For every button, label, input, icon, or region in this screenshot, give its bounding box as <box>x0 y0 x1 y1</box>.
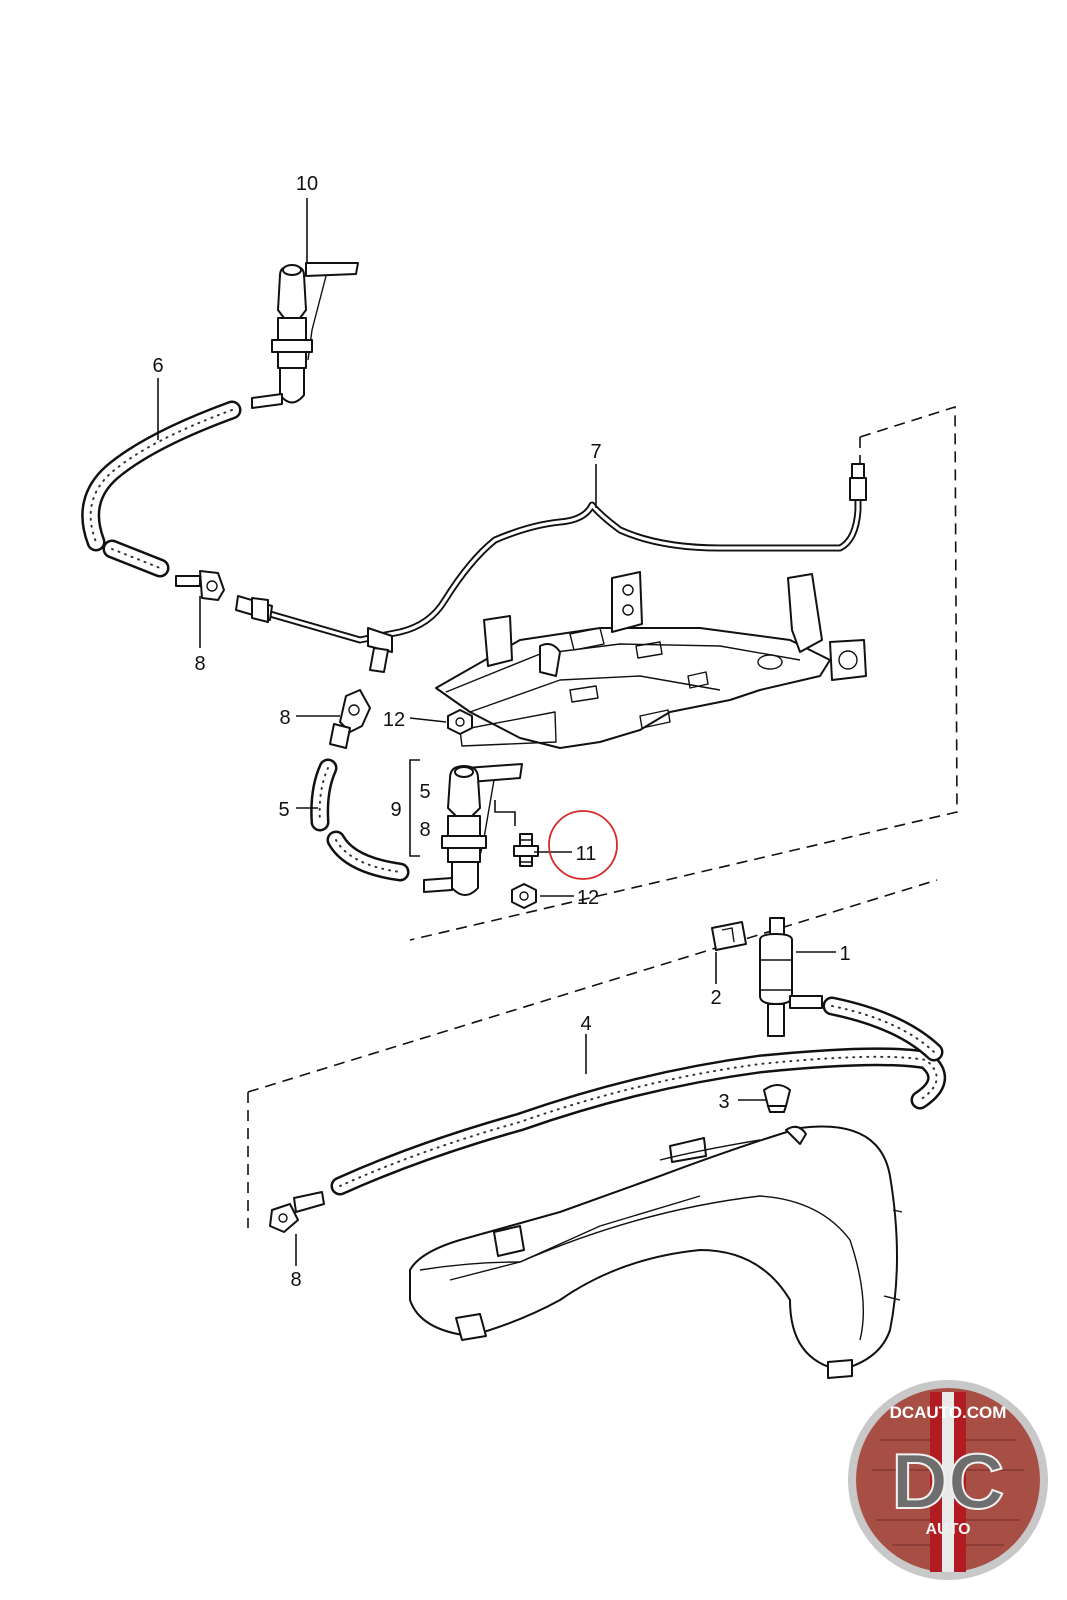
washer-fluid-reservoir <box>409 1125 903 1379</box>
headlight-washer-nozzle-lower <box>423 763 523 896</box>
callout-4: 4 <box>580 1013 591 1035</box>
part-11-highlight <box>548 810 618 880</box>
callout-5-hose: 5 <box>278 799 289 821</box>
plug <box>763 1084 791 1113</box>
hose-connector-mid <box>329 689 371 749</box>
washer-pump <box>759 917 823 1037</box>
hose-upper-left <box>81 400 242 578</box>
leader-lines <box>157 198 836 1266</box>
callout-6: 6 <box>152 355 163 377</box>
pump-grommet <box>711 921 747 951</box>
callout-8-mid: 8 <box>279 707 290 729</box>
hose-lower-left <box>310 758 410 882</box>
hose-long <box>330 996 946 1196</box>
mounting-bracket <box>435 571 867 749</box>
headlight-washer-nozzle-upper <box>251 262 359 409</box>
callout-8-bracket: 8 <box>419 819 430 841</box>
callout-labels: 10 6 7 8 8 12 5 9 5 8 11 12 1 2 4 3 8 <box>152 173 850 1291</box>
callout-11: 11 <box>576 843 597 865</box>
callout-12-upper: 12 <box>383 709 405 731</box>
callout-8-upper: 8 <box>194 653 205 675</box>
hose-connector-upper <box>175 570 225 601</box>
callout-9: 9 <box>390 799 401 821</box>
callout-7: 7 <box>590 441 601 463</box>
nut-lower <box>511 883 537 909</box>
logo-top-text: DCAUTO.COM <box>890 1403 1007 1422</box>
nut-upper <box>447 709 473 735</box>
callout-5-bracket: 5 <box>419 781 430 803</box>
hose-connector-lower <box>269 1191 325 1233</box>
assembly-boundary-lower <box>247 879 938 1228</box>
logo-monogram: DC <box>892 1437 1005 1525</box>
callout-10: 10 <box>296 173 318 195</box>
feed-pipe <box>235 463 867 673</box>
callout-2: 2 <box>710 987 721 1009</box>
dcauto-logo: DCAUTO.COM DC AUTO <box>848 1380 1048 1580</box>
bolt <box>513 833 539 867</box>
callout-3: 3 <box>718 1091 729 1113</box>
group-bracket <box>409 759 420 857</box>
callout-12-lower: 12 <box>577 887 599 909</box>
logo-bottom-text: AUTO <box>925 1521 970 1538</box>
bracket-leader <box>494 800 516 826</box>
callout-1: 1 <box>839 943 850 965</box>
callout-8-lower: 8 <box>290 1269 301 1291</box>
